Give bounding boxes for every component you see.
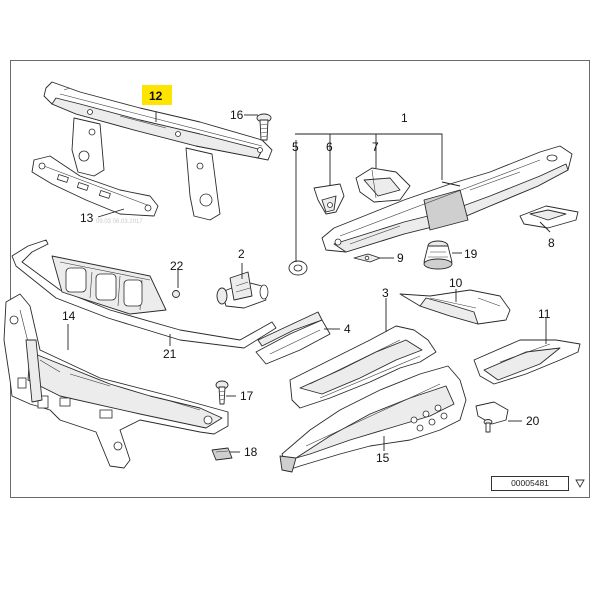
part-7-bracket[interactable]	[355, 167, 411, 203]
callout-22[interactable]: 22	[170, 259, 184, 273]
callout-20[interactable]: 20	[526, 414, 540, 428]
part-15-floor-member[interactable]	[279, 365, 467, 473]
callout-6[interactable]: 6	[326, 140, 333, 154]
part-5-ring[interactable]	[288, 260, 308, 276]
part-11-reinforcement[interactable]	[473, 339, 581, 385]
diagram-frame	[10, 60, 590, 498]
part-17-bolt[interactable]	[215, 380, 229, 405]
reference-number: 00005481	[491, 476, 569, 491]
part-3-side-member[interactable]	[289, 325, 437, 409]
part-6-bracket[interactable]	[313, 183, 345, 215]
callout-4[interactable]: 4	[344, 322, 351, 336]
part-10-arch-section[interactable]	[399, 289, 511, 325]
logo-mark	[575, 479, 585, 488]
callout-1[interactable]: 1	[401, 111, 408, 125]
callout-5[interactable]: 5	[292, 140, 299, 154]
part-4-channel[interactable]	[255, 311, 331, 365]
part-12-upper-support[interactable]	[43, 81, 273, 221]
callout-8[interactable]: 8	[548, 236, 555, 250]
callout-14[interactable]: 14	[62, 309, 76, 323]
part-16-bolt[interactable]	[256, 113, 272, 141]
callout-7[interactable]: 7	[372, 140, 379, 154]
part-19-mount[interactable]	[423, 240, 453, 270]
callout-13[interactable]: 13	[80, 211, 94, 225]
callout-12[interactable]: 12	[149, 89, 163, 103]
part-18-clip[interactable]	[211, 447, 233, 461]
callout-9[interactable]: 9	[397, 251, 404, 265]
part-22-clip[interactable]	[172, 290, 180, 298]
part-14-front-panel[interactable]	[3, 293, 229, 469]
callout-10[interactable]: 10	[449, 276, 463, 290]
callout-12-highlight	[142, 85, 172, 105]
part-9-grommet[interactable]	[353, 253, 381, 263]
callout-2[interactable]: 2	[238, 247, 245, 261]
part-20-bracket[interactable]	[475, 401, 509, 433]
callout-11[interactable]: 11	[538, 307, 551, 321]
part-21-grille-trim[interactable]	[11, 239, 277, 349]
part-1-longitudinal-member[interactable]	[321, 145, 573, 253]
callout-17[interactable]: 17	[240, 389, 254, 403]
part-13-bracket[interactable]: 09.03 06.03.2017	[31, 155, 159, 225]
callout-labels: 12 16 1 5 6 7 13 8 2 9 19 22 10 3 14 11 …	[62, 85, 555, 465]
callout-16[interactable]: 16	[230, 108, 244, 122]
callout-19[interactable]: 19	[464, 247, 478, 261]
watermark-text: 09.03 06.03.2017	[96, 219, 143, 225]
callout-21[interactable]: 21	[163, 347, 177, 361]
callout-3[interactable]: 3	[382, 286, 389, 300]
leader-lines	[67, 112, 551, 453]
part-8-plate[interactable]	[519, 205, 579, 229]
callout-15[interactable]: 15	[376, 451, 390, 465]
part-2-bushing[interactable]	[216, 271, 269, 309]
callout-18[interactable]: 18	[244, 445, 258, 459]
